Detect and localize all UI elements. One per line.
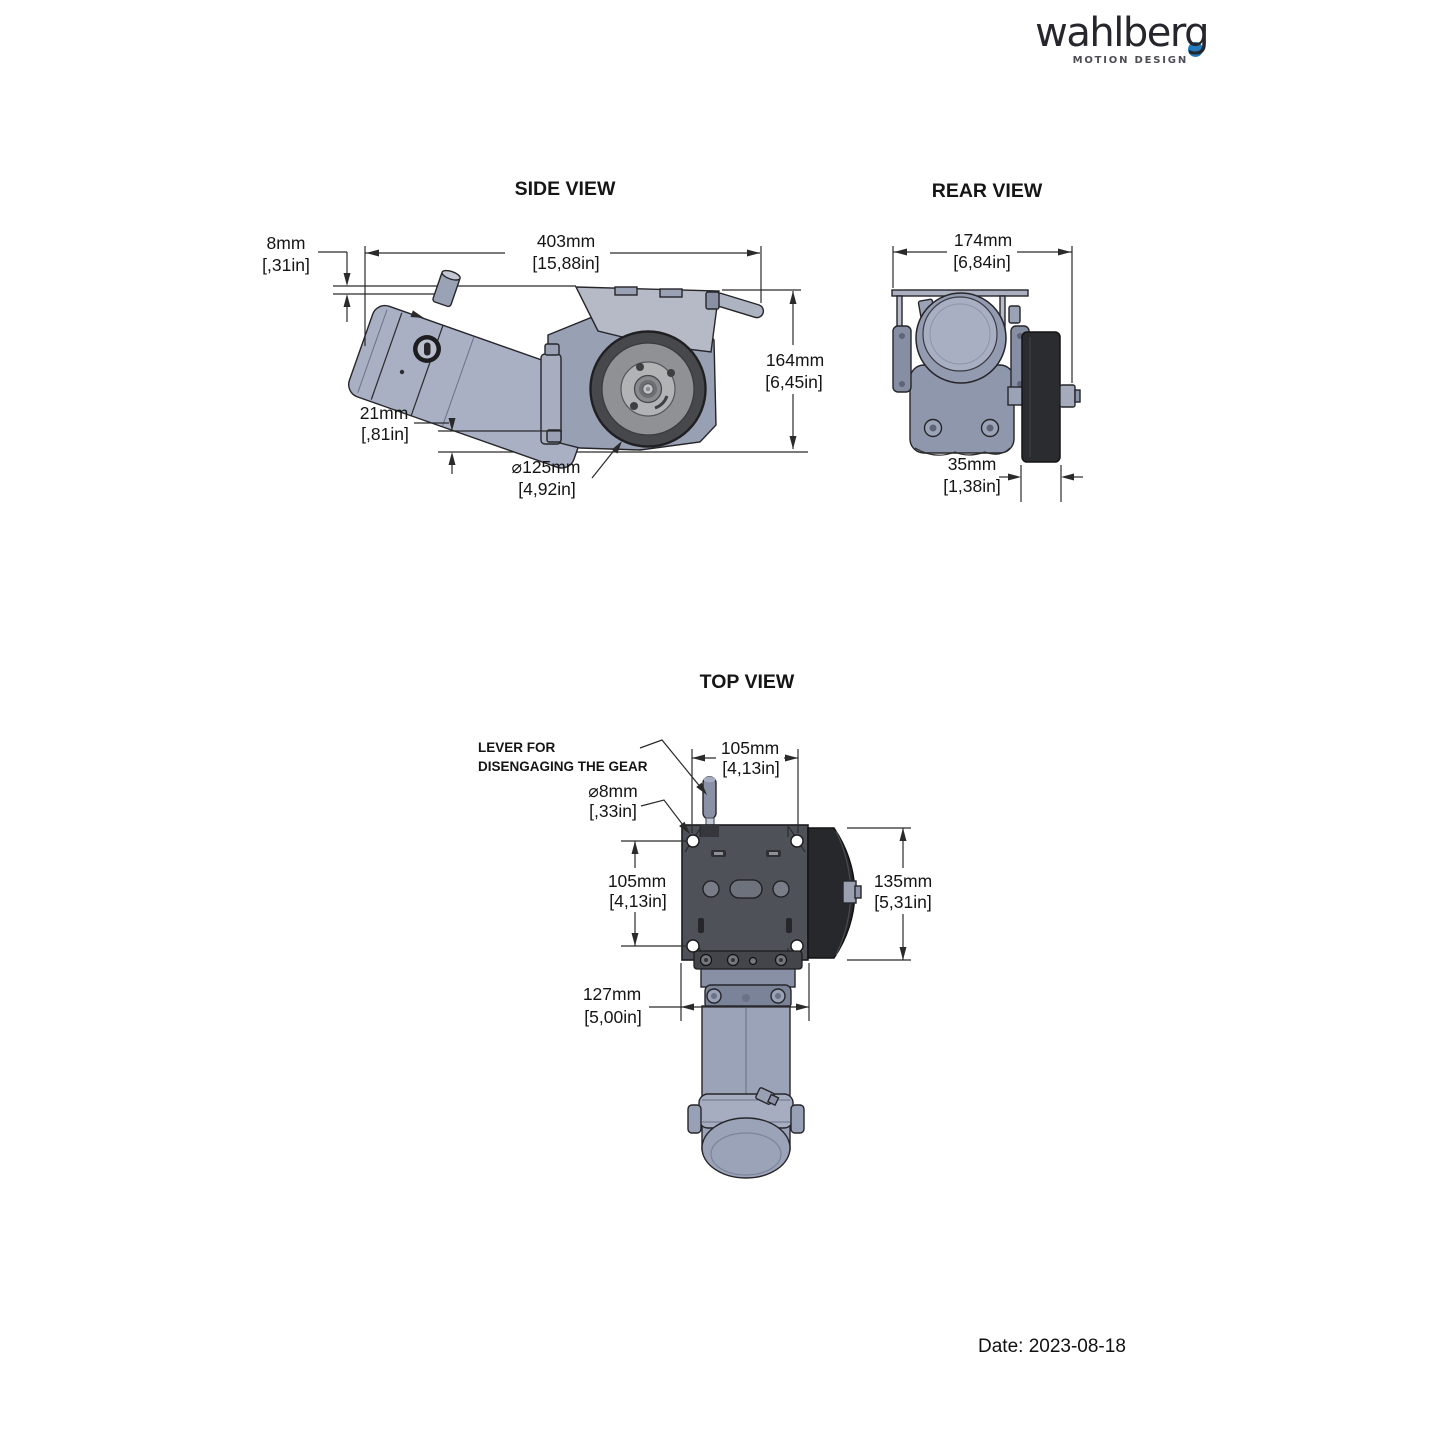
dim-rear-wheel-width-mm: 35mm	[948, 454, 997, 474]
side-view-title: SIDE VIEW	[515, 178, 616, 200]
drive-wheel	[589, 330, 707, 448]
dim-top-lever-offset: 105mm [4,13in]	[691, 738, 799, 833]
dim-side-wheel-diameter: ⌀125mm [4,92in]	[512, 441, 622, 499]
brand-tagline: MOTION DESIGN	[1072, 55, 1188, 66]
brand-name: wahlberg	[1035, 10, 1209, 56]
side-view-drawing	[347, 269, 765, 469]
rear-view-drawing	[891, 289, 1081, 463]
dim-side-height-in: [6,45in]	[765, 372, 822, 392]
dim-side-wheel-diameter-mm: ⌀125mm	[512, 457, 581, 477]
dim-top-bottom-in: [5,00in]	[584, 1007, 641, 1027]
side-view: SIDE VIEW	[262, 178, 828, 499]
dim-side-offset: 8mm [,31in]	[262, 233, 424, 322]
plate-hole	[686, 939, 700, 953]
dim-top-left-in: [4,13in]	[609, 891, 666, 911]
top-view: TOP VIEW	[478, 671, 932, 1179]
dim-side-length-in: [15,88in]	[532, 253, 599, 273]
lever-note: LEVER FOR DISENGAGING THE GEAR	[478, 739, 707, 795]
dim-rear-width-mm: 174mm	[954, 230, 1012, 250]
plate-hole	[790, 939, 804, 953]
rear-view: REAR VIEW	[891, 180, 1083, 502]
top-view-title: TOP VIEW	[700, 671, 795, 693]
dim-side-clearance-in: [,81in]	[361, 424, 409, 444]
rear-axle-nut	[1059, 384, 1076, 408]
dim-rear-wheel-width-in: [1,38in]	[943, 476, 1000, 496]
lever-note-line1: LEVER FOR	[478, 740, 556, 755]
dim-side-height: 164mm [6,45in]	[760, 291, 828, 449]
dim-side-offset-in: [,31in]	[262, 255, 310, 275]
lever-note-line2: DISENGAGING THE GEAR	[478, 759, 648, 774]
dim-side-length-mm: 403mm	[537, 231, 595, 251]
motor-keyhole-icon	[413, 335, 441, 363]
rear-view-title: REAR VIEW	[932, 180, 1043, 202]
dim-rear-wheel-width: 35mm [1,38in]	[943, 454, 1083, 502]
dim-side-offset-mm: 8mm	[267, 233, 306, 253]
dim-top-in: [4,13in]	[722, 758, 779, 778]
top-view-drawing	[681, 776, 862, 1179]
dim-top-wheel-height: 135mm [5,31in]	[847, 827, 932, 961]
dim-side-clearance: 21mm [,81in]	[360, 403, 562, 474]
dim-rear-width: 174mm [6,84in]	[892, 230, 1073, 383]
document-date: Date: 2023-08-18	[978, 1336, 1126, 1357]
dim-top-bottom-mm: 127mm	[583, 984, 641, 1004]
dim-rear-width-in: [6,84in]	[953, 252, 1010, 272]
dim-top-plate-width: 127mm [5,00in]	[583, 963, 810, 1027]
dim-top-left-mm: 105mm	[608, 871, 666, 891]
dim-top-hole-spacing: 105mm [4,13in]	[608, 840, 686, 947]
top-axle-nut	[842, 880, 857, 904]
dim-side-length: 403mm [15,88in]	[364, 231, 762, 346]
wahlberg-logo: wahlberg MOTION DESIGN	[1035, 10, 1209, 66]
dim-side-wheel-diameter-in: [4,92in]	[518, 479, 575, 499]
motor-connector-stub	[432, 269, 461, 308]
dim-side-clearance-mm: 21mm	[360, 403, 409, 423]
dim-side-height-mm: 164mm	[766, 350, 824, 370]
logo-blue-dot-icon	[1188, 42, 1203, 57]
dim-top-hole-diameter: ⌀8mm [,33in]	[588, 781, 690, 834]
top-lever	[702, 776, 717, 820]
dim-top-hole-mm: ⌀8mm	[588, 781, 637, 801]
dim-top-hole-in: [,33in]	[589, 801, 637, 821]
rear-wheel	[1021, 331, 1061, 463]
plate-hole	[790, 834, 804, 848]
dim-top-mm: 105mm	[721, 738, 779, 758]
plate-hole	[686, 834, 700, 848]
dim-top-right-mm: 135mm	[874, 871, 932, 891]
dim-top-right-in: [5,31in]	[874, 892, 931, 912]
